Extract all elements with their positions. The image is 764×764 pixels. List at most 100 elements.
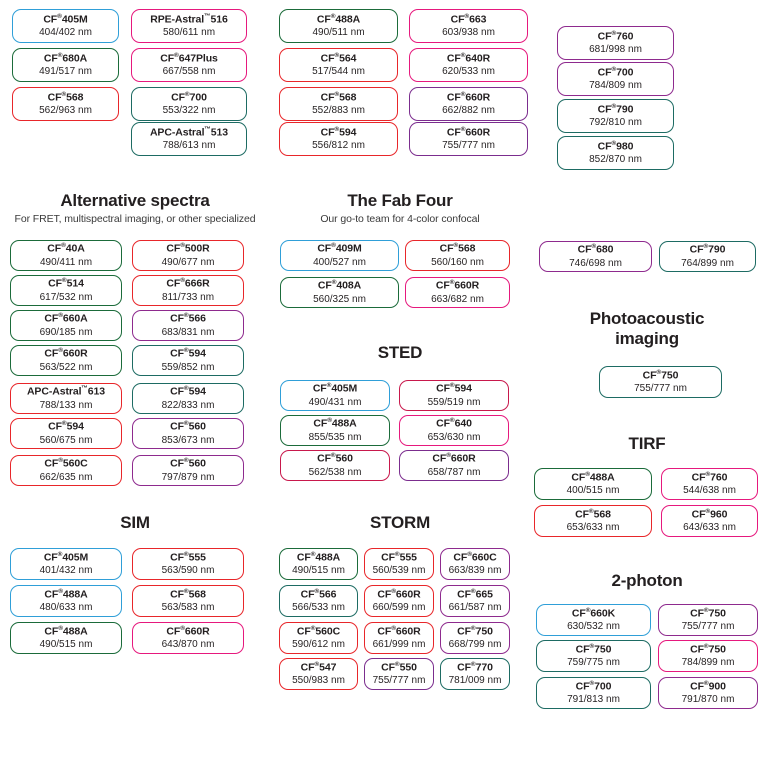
section-heading-tirf: TIRF — [628, 434, 666, 453]
dye-name-base: CF — [446, 52, 461, 65]
registered-icon: ® — [183, 420, 189, 428]
dye-name: CF®594 — [48, 420, 84, 433]
dye-name: CF®555 — [381, 551, 417, 564]
dye-name: CF®408A — [318, 279, 361, 292]
dye-name-suffix: 405M — [61, 13, 88, 26]
dye-name-suffix: 660R — [62, 347, 88, 360]
registered-icon: ® — [61, 242, 66, 250]
dye-wavelengths: 755/777 nm — [442, 140, 495, 152]
registered-icon: ® — [703, 243, 709, 251]
section-heading-alternative-spectra: Alternative spectra — [60, 191, 210, 210]
dye-name: CF®405M — [43, 13, 87, 26]
registered-icon: ® — [585, 470, 590, 478]
dye-name-base: CF — [317, 279, 332, 292]
dye-wavelengths: 792/810 nm — [589, 117, 642, 129]
dye-wavelengths: 663/682 nm — [431, 293, 484, 305]
registered-icon: ® — [57, 12, 62, 20]
registered-icon: ® — [589, 642, 595, 650]
dye-name-suffix: 594 — [188, 385, 206, 398]
dye-name: CF®680A — [44, 52, 87, 65]
registered-icon: ® — [453, 242, 459, 250]
dye-name-suffix: 568 — [188, 588, 206, 601]
registered-icon: ® — [330, 452, 336, 460]
dye-name-suffix: 790 — [616, 103, 634, 116]
dye-name-base: CF — [317, 242, 332, 255]
